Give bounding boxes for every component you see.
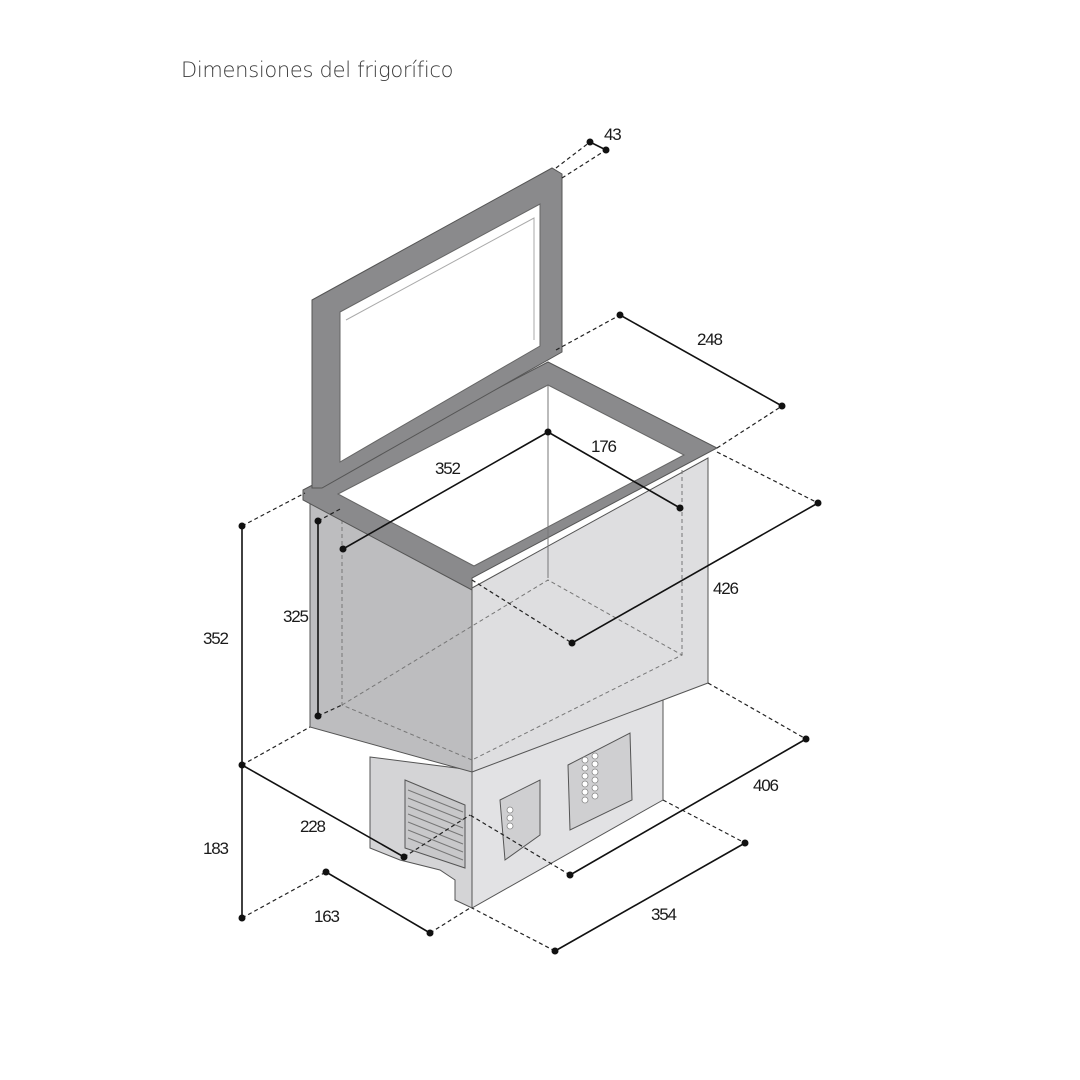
dimension-lines	[238, 138, 822, 955]
lid-glass	[339, 203, 541, 463]
extension-lines	[241, 141, 819, 952]
dim-inner-height: 325	[283, 607, 309, 626]
fridge-lid	[311, 167, 563, 489]
dim-upper-height: 352	[203, 629, 229, 648]
compressor-housing	[369, 687, 664, 909]
dim-inner-width: 352	[435, 459, 461, 478]
dim-upper-depth: 406	[753, 776, 779, 795]
fridge-opening	[336, 384, 686, 567]
dim-top-depth: 248	[697, 330, 723, 349]
dim-outer-width: 426	[713, 579, 739, 598]
dim-lid-thickness: 43	[604, 125, 621, 144]
vent-grille	[404, 779, 466, 869]
dim-base-width: 354	[651, 905, 677, 924]
fridge-body	[302, 361, 719, 773]
dim-inner-depth: 176	[591, 437, 617, 456]
dim-lower-offset: 228	[300, 817, 326, 836]
diagram-title: Dimensiones del frigorífico	[181, 58, 454, 82]
dim-lower-height: 183	[203, 839, 229, 858]
dim-base-depth: 163	[314, 907, 340, 926]
